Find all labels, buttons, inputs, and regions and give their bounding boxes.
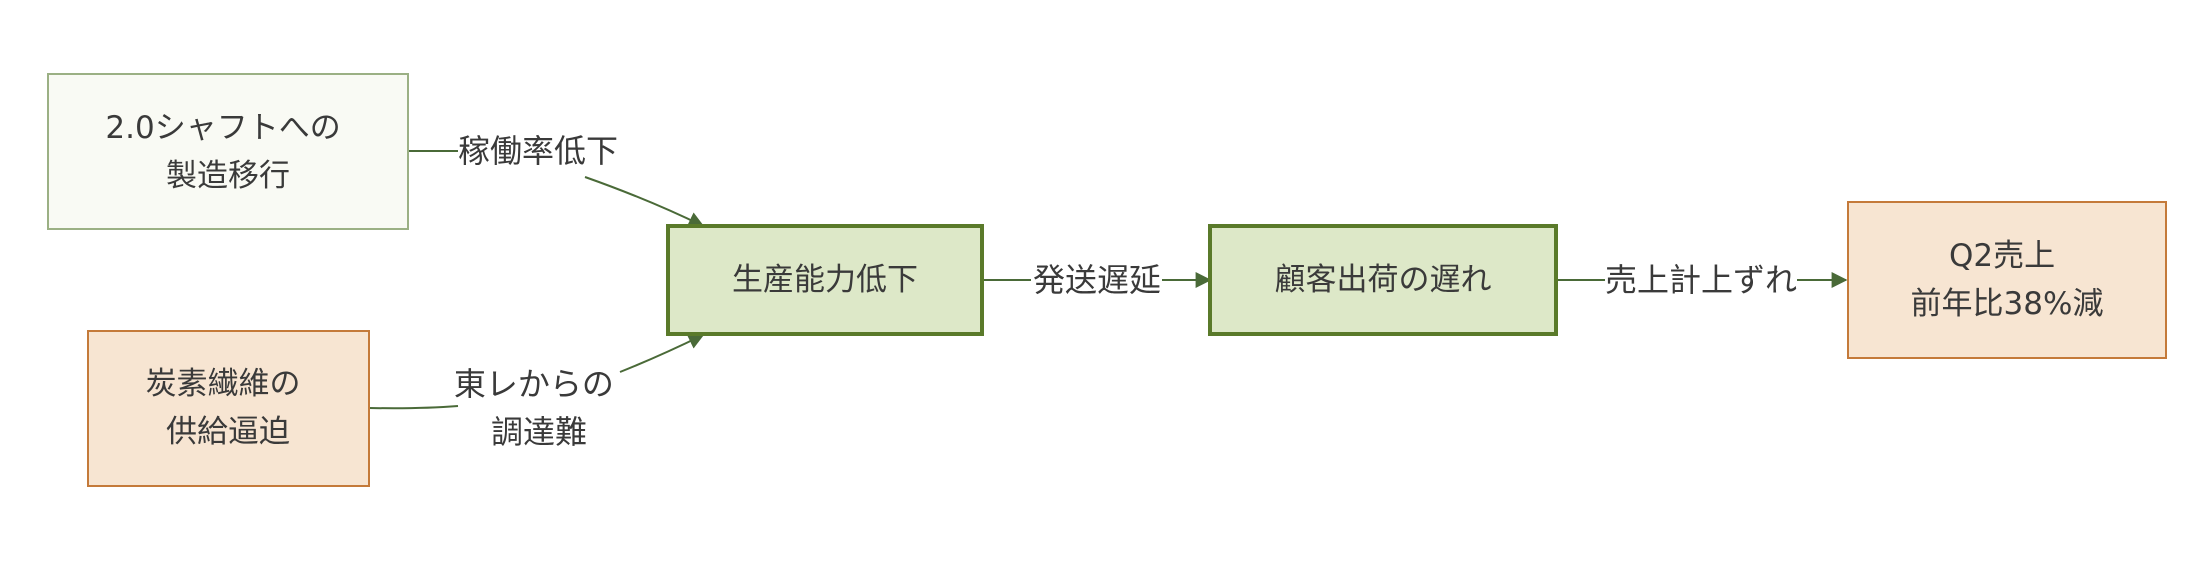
edge-label: 稼働率低下 bbox=[458, 132, 618, 170]
connectors bbox=[368, 150, 1846, 410]
node-label-line: 製造移行 bbox=[166, 158, 290, 194]
edge-label-line: 売上計上ずれ bbox=[1605, 261, 1797, 299]
edge-label-capacity-to-shipment: 発送遅延 bbox=[1033, 261, 1161, 299]
node-label-line: 2.0シャフトへの bbox=[105, 110, 340, 146]
edge-label-shaft-to-capacity: 稼働率低下 bbox=[458, 132, 618, 170]
node-box bbox=[87, 330, 370, 487]
node-shaft-transition: 2.0シャフトへの 製造移行 bbox=[47, 73, 409, 230]
edge-label-line: 東レからの bbox=[454, 365, 614, 403]
node-label: 炭素繊維の 供給逼迫 bbox=[146, 366, 311, 450]
node-label-line: 炭素繊維の bbox=[146, 366, 301, 402]
node-box bbox=[47, 73, 409, 230]
edge-label-line: 調達難 bbox=[491, 413, 587, 451]
connector-carbon-to-capacity bbox=[368, 335, 703, 410]
node-label-line: 生産能力低下 bbox=[732, 262, 918, 298]
node-label: 2.0シャフトへの 製造移行 bbox=[105, 110, 350, 194]
node-label-line: 顧客出荷の遅れ bbox=[1275, 262, 1492, 298]
node-box bbox=[1847, 201, 2167, 359]
node-box bbox=[1208, 224, 1558, 336]
edge-label: 発送遅延 bbox=[1033, 261, 1161, 299]
edge-label-carbon-to-capacity: 東レからの 調達難 bbox=[454, 365, 624, 451]
node-label: Q2売上 前年比38%減 bbox=[1911, 238, 2104, 322]
edge-label: 売上計上ずれ bbox=[1605, 261, 1797, 299]
node-sales-decline: Q2売上 前年比38%減 bbox=[1847, 201, 2167, 359]
edge-label-shipment-to-sales: 売上計上ずれ bbox=[1605, 261, 1797, 299]
node-shipment-delay: 顧客出荷の遅れ bbox=[1208, 224, 1558, 336]
edge-label-line: 発送遅延 bbox=[1033, 261, 1161, 299]
connector-shaft-to-capacity bbox=[408, 150, 703, 226]
node-label: 顧客出荷の遅れ bbox=[1275, 262, 1492, 298]
node-label-line: Q2売上 bbox=[1949, 238, 2055, 274]
node-carbon-supply: 炭素繊維の 供給逼迫 bbox=[87, 330, 370, 487]
node-label: 生産能力低下 bbox=[732, 262, 918, 298]
node-box bbox=[666, 224, 984, 336]
node-label-line: 前年比38%減 bbox=[1911, 286, 2104, 322]
edge-label-line: 稼働率低下 bbox=[458, 132, 618, 170]
node-capacity-drop: 生産能力低下 bbox=[666, 224, 984, 336]
node-label-line: 供給逼迫 bbox=[166, 414, 290, 450]
edge-label: 東レからの 調達難 bbox=[454, 365, 624, 451]
